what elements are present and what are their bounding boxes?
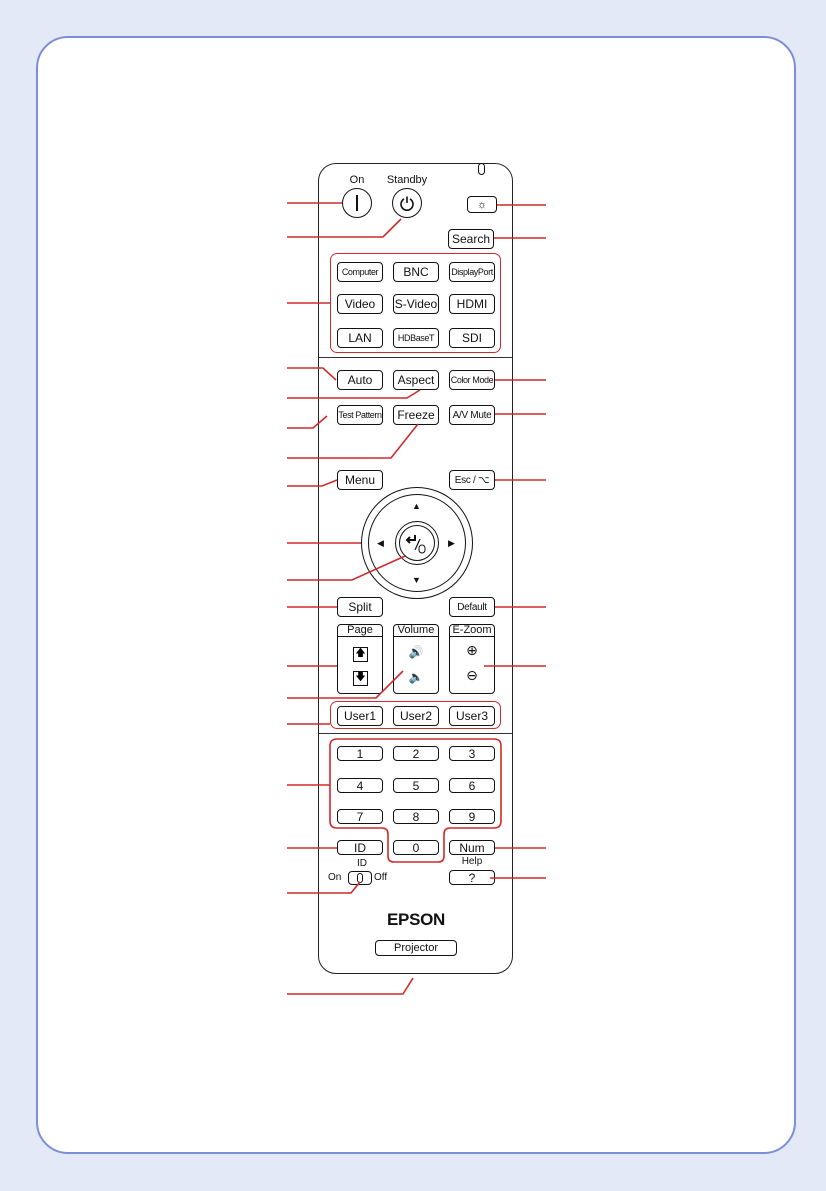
e-zoom-label: E-Zoom [449, 624, 495, 637]
arrow-up-icon[interactable]: ▲ [412, 501, 421, 511]
split-button[interactable]: Split [337, 597, 383, 617]
user2-button[interactable]: User2 [393, 706, 439, 726]
zoom-out-icon[interactable]: ⊖ [466, 667, 478, 683]
page-down-button[interactable]: 🡇 [353, 671, 368, 686]
power-on-icon [356, 195, 358, 211]
esc-button[interactable]: Esc / ⌥ [449, 470, 495, 490]
epson-logo: EPSON [387, 910, 446, 929]
id-switch-knob [357, 873, 363, 883]
hdmi-button[interactable]: HDMI [449, 294, 495, 314]
user-buttons-group [330, 701, 501, 729]
lan-button[interactable]: LAN [337, 328, 383, 348]
power-standby-icon [400, 196, 414, 211]
av-mute-button[interactable]: A/V Mute [449, 405, 495, 425]
arrow-right-icon[interactable]: ▶ [448, 538, 455, 548]
number-9-button[interactable]: 9 [449, 809, 495, 824]
video-button[interactable]: Video [337, 294, 383, 314]
user1-button[interactable]: User1 [337, 706, 383, 726]
number-1-button[interactable]: 1 [337, 746, 383, 761]
num-button[interactable]: Num [449, 840, 495, 855]
standby-button[interactable] [392, 188, 422, 218]
enter-icon [405, 535, 426, 554]
default-button[interactable]: Default [449, 597, 495, 617]
auto-button[interactable]: Auto [337, 370, 383, 390]
volume-label: Volume [393, 624, 439, 637]
displayport-button[interactable]: DisplayPort [449, 262, 495, 282]
number-4-button[interactable]: 4 [337, 778, 383, 793]
aspect-button[interactable]: Aspect [393, 370, 439, 390]
number-8-button[interactable]: 8 [393, 809, 439, 824]
number-3-button[interactable]: 3 [449, 746, 495, 761]
id-switch-label: ID [357, 858, 367, 869]
on-label: On [349, 174, 365, 186]
source-buttons-group [330, 253, 501, 353]
number-7-button[interactable]: 7 [337, 809, 383, 824]
arrow-down-icon[interactable]: ▼ [412, 575, 421, 585]
sun-icon: ☼ [476, 198, 488, 211]
number-5-button[interactable]: 5 [393, 778, 439, 793]
divider-line [319, 357, 512, 358]
e-zoom-panel [449, 624, 495, 694]
help-label: Help [461, 856, 483, 867]
hdbaset-button[interactable]: HDBaseT [393, 328, 439, 348]
bnc-button[interactable]: BNC [393, 262, 439, 282]
divider-line [319, 733, 512, 734]
projector-id-button[interactable]: Projector [375, 940, 457, 956]
arrow-left-icon[interactable]: ◀ [377, 538, 384, 548]
test-pattern-button[interactable]: Test Pattern [337, 405, 383, 425]
id-switch[interactable] [348, 871, 372, 885]
s-video-button[interactable]: S-Video [393, 294, 439, 314]
number-0-button[interactable]: 0 [393, 840, 439, 855]
page-up-button[interactable]: 🡅 [353, 647, 368, 662]
id-switch-on-label: On [328, 872, 342, 883]
on-button[interactable] [342, 188, 372, 218]
standby-label: Standby [386, 174, 428, 186]
volume-down-icon[interactable]: 🔈 [408, 670, 424, 684]
illumination-button[interactable]: ☼ [467, 196, 497, 213]
zoom-in-icon[interactable]: ⊕ [466, 642, 478, 658]
search-button[interactable]: Search [448, 229, 494, 249]
sdi-button[interactable]: SDI [449, 328, 495, 348]
freeze-button[interactable]: Freeze [393, 405, 439, 425]
menu-button[interactable]: Menu [337, 470, 383, 490]
help-button[interactable]: ? [449, 870, 495, 885]
indicator-light [478, 163, 485, 175]
page-up-icon: 🡅 [355, 648, 366, 659]
color-mode-button[interactable]: Color Mode [449, 370, 495, 390]
user3-button[interactable]: User3 [449, 706, 495, 726]
volume-up-icon[interactable]: 🔊 [408, 645, 424, 659]
id-button[interactable]: ID [337, 840, 383, 855]
page-down-icon: 🡇 [355, 672, 366, 683]
number-6-button[interactable]: 6 [449, 778, 495, 793]
number-2-button[interactable]: 2 [393, 746, 439, 761]
id-switch-off-label: Off [374, 872, 388, 883]
computer-button[interactable]: Computer [337, 262, 383, 282]
enter-button-inner [399, 525, 435, 561]
page-label: Page [337, 624, 383, 637]
